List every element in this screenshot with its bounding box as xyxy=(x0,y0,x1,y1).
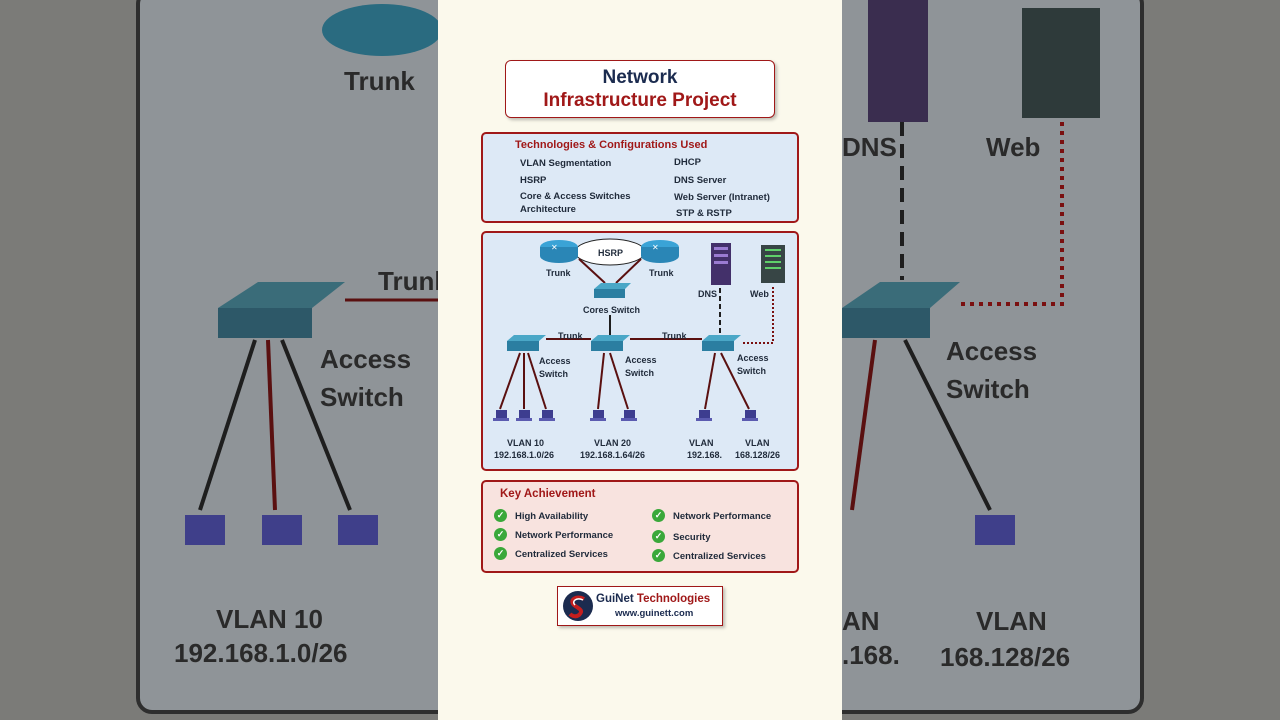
topology-diagram: HSRP ✕ ✕ Trunk Trunk xyxy=(481,231,799,471)
achievement-item: Network Performance xyxy=(673,511,772,522)
title-line-1: Network xyxy=(602,67,678,88)
web-server-icon xyxy=(761,245,785,283)
svg-text:✕: ✕ xyxy=(551,243,558,252)
vlan-subnet: 168.128/26 xyxy=(735,450,780,460)
laptop-icon xyxy=(745,410,756,418)
core-switch-icon xyxy=(594,283,631,298)
bg-access-label: Access xyxy=(320,344,411,374)
vlan-subnet: 192.168.1.0/26 xyxy=(494,450,554,460)
access-label: Access xyxy=(539,356,571,366)
check-icon: ✓ xyxy=(652,549,665,562)
laptop-icon xyxy=(624,410,635,418)
tech-item: STP & RSTP xyxy=(676,208,732,219)
bg-vlan-right-subnet: 168.128/26 xyxy=(940,642,1070,672)
bg-web-label: Web xyxy=(986,132,1040,162)
laptop-icon xyxy=(699,410,710,418)
bg-trunk-label: Trunk xyxy=(344,66,415,96)
bg-switch-label-r: Switch xyxy=(946,374,1030,404)
web-label: Web xyxy=(750,289,769,299)
switch-label: Switch xyxy=(625,368,654,378)
tech-item: HSRP xyxy=(520,175,547,186)
laptop-icon xyxy=(496,410,507,418)
access-label: Access xyxy=(737,353,769,363)
brand-name: GuiNet Technologies xyxy=(596,593,711,605)
access-switch-icon xyxy=(507,335,546,351)
brand-url: www.guinett.com xyxy=(615,608,694,619)
dns-label: DNS xyxy=(698,289,717,299)
brand-logo-icon xyxy=(563,591,593,621)
technologies-heading: Technologies & Configurations Used xyxy=(515,139,708,151)
tech-item: Web Server (Intranet) xyxy=(674,192,770,203)
core-switch-label: Cores Switch xyxy=(583,305,640,315)
bg-switch-label: Switch xyxy=(320,382,404,412)
tech-item: Core & Access Switches xyxy=(520,191,631,202)
laptop-icon xyxy=(519,410,530,418)
title-box: Network Infrastructure Project xyxy=(505,60,775,118)
trunk-label: Trunk xyxy=(662,331,687,341)
achievements-card: Key Achievement ✓ High Availability ✓ Ne… xyxy=(481,480,799,573)
laptop-icon xyxy=(542,410,553,418)
bg-vlan-subnet-partial: .168. xyxy=(842,640,900,670)
achievement-item: Network Performance xyxy=(515,530,614,541)
trunk-label: Trunk xyxy=(649,268,674,278)
switch-label: Switch xyxy=(539,369,568,379)
bg-vlan-partial: AN xyxy=(842,606,880,636)
tech-item: DHCP xyxy=(674,157,701,168)
check-icon: ✓ xyxy=(494,528,507,541)
achievement-item: Centralized Services xyxy=(515,549,608,560)
check-icon: ✓ xyxy=(494,547,507,560)
bg-vlan10-subnet: 192.168.1.0/26 xyxy=(174,638,348,668)
bg-trunk-label-2: Trunk xyxy=(378,266,449,296)
laptop-icon xyxy=(593,410,604,418)
hsrp-label: HSRP xyxy=(598,248,623,258)
achievements-heading: Key Achievement xyxy=(500,488,596,500)
bg-vlan10: VLAN 10 xyxy=(216,604,323,634)
vlan-subnet: 192.168.1.64/26 xyxy=(580,450,645,460)
check-icon: ✓ xyxy=(652,509,665,522)
bg-dns-label: DNS xyxy=(842,132,897,162)
infographic-panel: Network Infrastructure Project Technolog… xyxy=(438,0,842,720)
trunk-label: Trunk xyxy=(558,331,583,341)
title-line-2: Infrastructure Project xyxy=(543,90,737,111)
vlan-subnet: 192.168. xyxy=(687,450,722,460)
tech-item: VLAN Segmentation xyxy=(520,158,612,169)
vlan-name: VLAN xyxy=(689,438,714,448)
check-icon: ✓ xyxy=(494,509,507,522)
brand-logo-box: GuiNet Technologies www.guinett.com xyxy=(557,586,723,626)
trunk-label: Trunk xyxy=(546,268,571,278)
access-switch-icon xyxy=(702,335,741,351)
router-icon: ✕ xyxy=(540,240,578,263)
switch-label: Switch xyxy=(737,366,766,376)
bg-vlan-right: VLAN xyxy=(976,606,1047,636)
access-label: Access xyxy=(625,355,657,365)
svg-text:✕: ✕ xyxy=(652,243,659,252)
bg-access-label-r: Access xyxy=(946,336,1037,366)
tech-item: Architecture xyxy=(520,204,576,215)
vlan-name: VLAN 10 xyxy=(507,438,544,448)
dns-server-icon xyxy=(711,243,731,285)
vlan-name: VLAN xyxy=(745,438,770,448)
access-switch-icon xyxy=(591,335,630,351)
tech-item: DNS Server xyxy=(674,175,727,186)
vlan-name: VLAN 20 xyxy=(594,438,631,448)
achievement-item: Centralized Services xyxy=(673,551,766,562)
technologies-card: Technologies & Configurations Used VLAN … xyxy=(481,132,799,223)
router-icon: ✕ xyxy=(641,240,679,263)
achievement-item: Security xyxy=(673,532,711,543)
achievement-item: High Availability xyxy=(515,511,589,522)
check-icon: ✓ xyxy=(652,530,665,543)
